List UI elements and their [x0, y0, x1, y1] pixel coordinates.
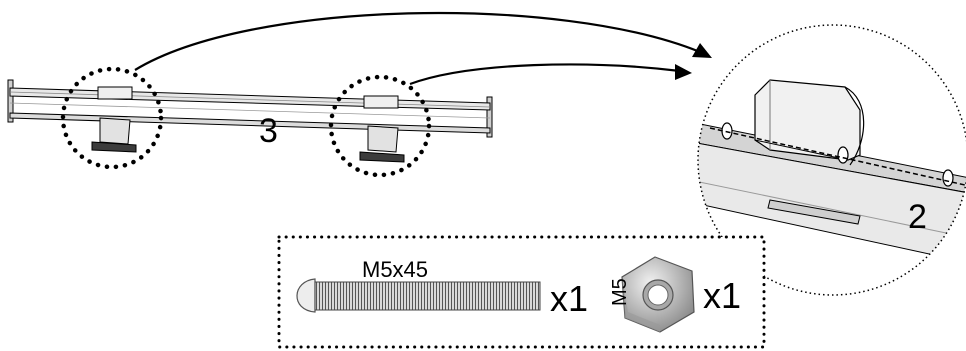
arrow-right-to-zoom	[409, 63, 681, 86]
callout-arrows	[134, 11, 712, 86]
detail-callout-number: 2	[908, 198, 927, 236]
bolt-size-label: M5x45	[362, 257, 428, 282]
arrow-right-head	[675, 64, 692, 80]
highlight-circle-left	[60, 66, 164, 170]
arrow-left-to-zoom	[134, 11, 701, 71]
highlight-circle-right	[328, 74, 432, 178]
rail-assembly: 3	[7, 66, 493, 178]
hardware-kit-box: M5x45 x1 M5 x1	[277, 235, 766, 349]
zoom-circle-border	[697, 24, 966, 296]
rail-end-cap-right	[486, 96, 493, 138]
nut-size-label: M5	[609, 278, 631, 306]
zoom-alignment-line	[709, 127, 966, 186]
rail-callout-number: 3	[259, 112, 278, 150]
nut-quantity: x1	[703, 275, 741, 316]
arrow-left-head	[692, 43, 712, 58]
rail-end-cap-left	[7, 79, 14, 123]
bolt-illustration	[296, 278, 541, 313]
rail-bar-upper	[9, 87, 491, 111]
rail-bracket-right	[359, 95, 405, 163]
zoom-detail: 2	[697, 24, 966, 296]
nut-illustration	[621, 256, 695, 333]
bolt-quantity: x1	[550, 278, 588, 319]
rail-bracket-left	[91, 86, 137, 153]
